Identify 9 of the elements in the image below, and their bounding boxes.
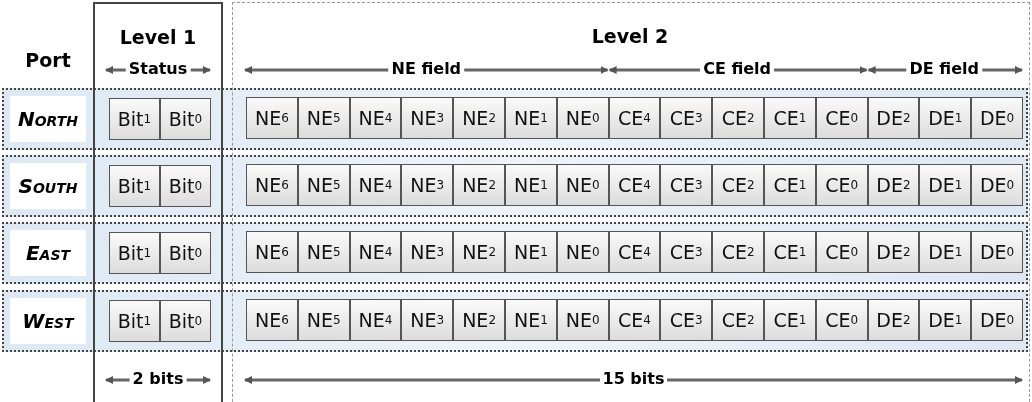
column-heading: Port xyxy=(24,49,72,71)
port-name: West xyxy=(10,298,86,344)
level-frame-dashed xyxy=(232,2,1030,402)
port-name: East xyxy=(10,230,86,276)
level-heading: Level 1 xyxy=(118,26,198,48)
level-heading: Level 2 xyxy=(590,25,670,47)
port-name: South xyxy=(10,163,86,209)
port-name: North xyxy=(10,96,86,142)
level-frame xyxy=(93,2,223,402)
